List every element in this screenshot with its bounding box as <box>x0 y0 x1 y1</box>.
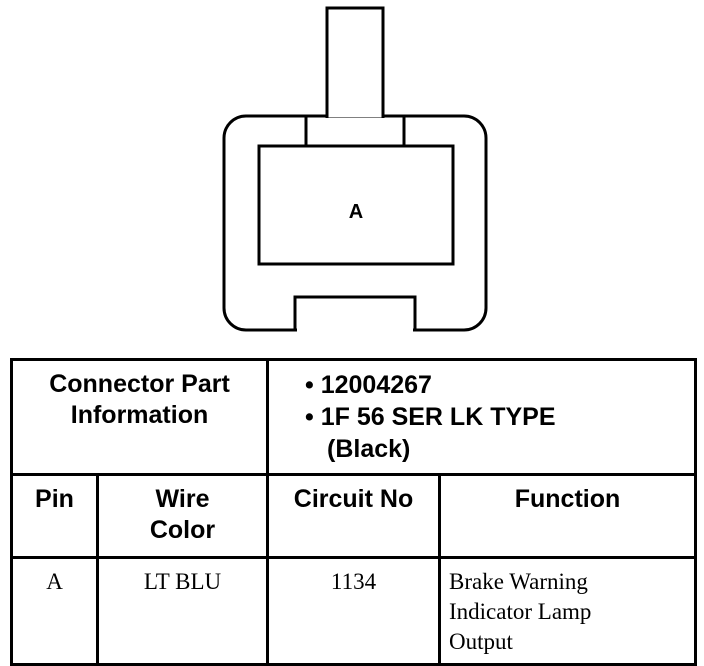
cell-pin: A <box>10 556 99 666</box>
part-info-label-line: Information <box>70 401 209 429</box>
cell-wire-color: LT BLU <box>96 556 269 666</box>
column-header-circuit-no: Circuit No <box>266 473 441 559</box>
column-header-line: Color <box>149 516 216 544</box>
part-info-values: • 12004267 • 1F 56 SER LK TYPE (Black) <box>266 358 697 476</box>
connector-info-table: Connector Part Information • 12004267 • … <box>10 358 697 666</box>
part-number: • 12004267 <box>305 371 432 399</box>
connector-keyway <box>293 295 417 332</box>
part-type: • 1F 56 SER LK TYPE <box>305 403 556 431</box>
column-header-function: Function <box>438 473 697 559</box>
column-header-line: Wire <box>155 485 210 513</box>
connector-diagram: A <box>222 6 488 332</box>
connector-cavity-a <box>257 144 455 266</box>
part-info-row: Connector Part Information • 12004267 • … <box>10 358 697 476</box>
function-line: Brake Warning <box>449 569 588 594</box>
function-line: Output <box>449 629 513 654</box>
part-info-label-line: Connector Part <box>49 370 230 398</box>
cavity-label: A <box>349 201 363 223</box>
part-color: (Black) <box>327 435 411 463</box>
column-header-row: Pin Wire Color Circuit No Function <box>10 473 697 559</box>
column-header-wire-color: Wire Color <box>96 473 269 559</box>
function-line: Indicator Lamp <box>449 599 592 624</box>
cell-circuit-no: 1134 <box>266 556 441 666</box>
table-row: A LT BLU 1134 Brake Warning Indicator La… <box>10 556 697 666</box>
column-header-pin: Pin <box>10 473 99 559</box>
cell-function: Brake Warning Indicator Lamp Output <box>438 556 697 666</box>
part-info-label: Connector Part Information <box>10 358 269 476</box>
